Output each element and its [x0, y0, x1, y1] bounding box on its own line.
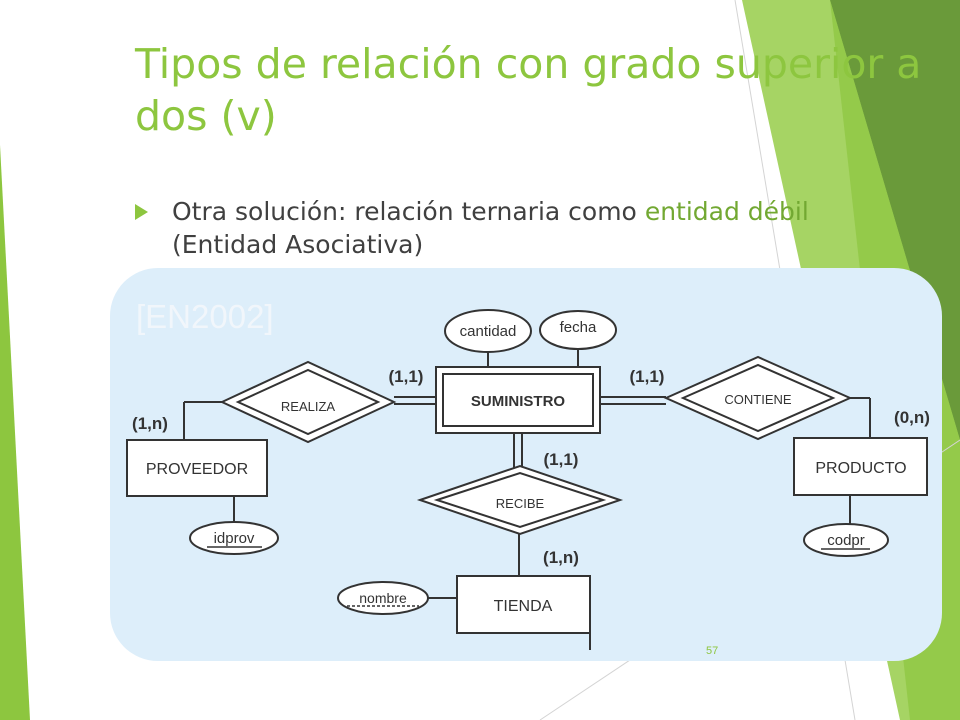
bullet-lead: Otra solución: relación ternaria como	[172, 197, 645, 226]
cantidad-attribute	[444, 309, 532, 353]
producto-label: PRODUCTO	[815, 460, 906, 477]
idprov-attribute	[189, 521, 279, 555]
suministro-entity-inner	[442, 373, 594, 427]
cardinality-producto: (0,n)	[894, 408, 930, 427]
fecha-attribute	[539, 310, 617, 350]
cardinality-suministro-realiza: (1,1)	[389, 367, 424, 386]
contiene-label: CONTIENE	[724, 392, 792, 407]
suministro-label: SUMINISTRO	[471, 393, 566, 410]
slide-title: Tipos de relación con grado superior a d…	[135, 40, 922, 140]
recibe-diamond-inner	[433, 471, 607, 529]
cantidad-label: cantidad	[460, 323, 517, 340]
contiene-diamond-outer	[663, 355, 853, 441]
cardinality-proveedor: (1,n)	[132, 414, 168, 433]
bullet-arrow-icon	[135, 204, 148, 220]
producto-entity	[793, 437, 928, 496]
proveedor-entity	[126, 439, 268, 497]
bullet-text: Otra solución: relación ternaria como en…	[172, 195, 895, 261]
realiza-diamond-inner	[235, 368, 381, 436]
bullet-tail: (Entidad Asociativa)	[172, 230, 424, 259]
tienda-entity	[456, 575, 591, 634]
tienda-label: TIENDA	[494, 598, 553, 615]
bullet-point: Otra solución: relación ternaria como en…	[135, 195, 895, 261]
realiza-diamond-outer	[219, 360, 397, 444]
proveedor-label: PROVEEDOR	[146, 461, 248, 478]
idprov-label: idprov	[214, 530, 255, 547]
page-number: 57	[706, 645, 719, 657]
left-green-triangle	[0, 145, 30, 720]
bullet-highlight: entidad débil	[644, 197, 809, 226]
recibe-label: RECIBE	[496, 496, 545, 511]
cardinality-tienda: (1,n)	[543, 548, 579, 567]
cardinality-suministro-contiene: (1,1)	[630, 367, 665, 386]
contiene-diamond-inner	[680, 363, 836, 433]
nombre-label: nombre	[359, 590, 407, 606]
recibe-diamond-outer	[416, 464, 624, 536]
nombre-attribute	[337, 581, 429, 615]
codpr-attribute	[803, 523, 889, 557]
codpr-label: codpr	[827, 532, 865, 549]
realiza-label: REALIZA	[281, 399, 336, 414]
cardinality-suministro-recibe: (1,1)	[544, 450, 579, 469]
fecha-label: fecha	[560, 319, 597, 336]
source-reference: [EN2002]	[136, 298, 274, 335]
